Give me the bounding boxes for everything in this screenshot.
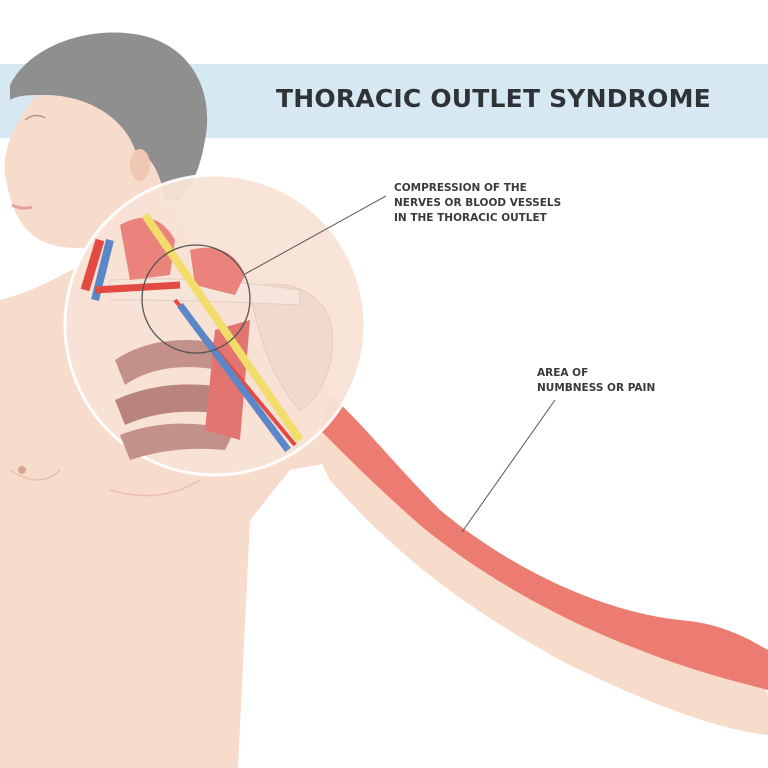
diagram-title: THORACIC OUTLET SYNDROME — [276, 84, 711, 113]
leader-line-compression — [244, 195, 387, 275]
annotation-line: NERVES OR BLOOD VESSELS — [394, 197, 562, 209]
annotation-line: COMPRESSION OF THE — [394, 182, 527, 194]
subclavian-vein — [177, 302, 291, 453]
scalene-muscle — [190, 247, 245, 295]
shoulder-bone — [249, 283, 334, 411]
annotation-line: IN THE THORACIC OUTLET — [394, 212, 547, 224]
annotation-compression: COMPRESSION OF THE NERVES OR BLOOD VESSE… — [394, 181, 561, 226]
hair — [10, 32, 208, 200]
arm-skin — [300, 420, 768, 735]
annotation-line: NUMBNESS OR PAIN — [537, 382, 656, 394]
nerve-bundle — [141, 212, 304, 443]
annotation-line: AREA OF — [537, 367, 589, 379]
compression-focus-circle — [141, 244, 251, 354]
nipple — [18, 466, 26, 474]
annotation-pain-area: AREA OF NUMBNESS OR PAIN — [537, 366, 655, 396]
ear — [130, 149, 150, 181]
leader-line-pain — [461, 399, 556, 533]
pain-area-arm — [320, 395, 768, 690]
